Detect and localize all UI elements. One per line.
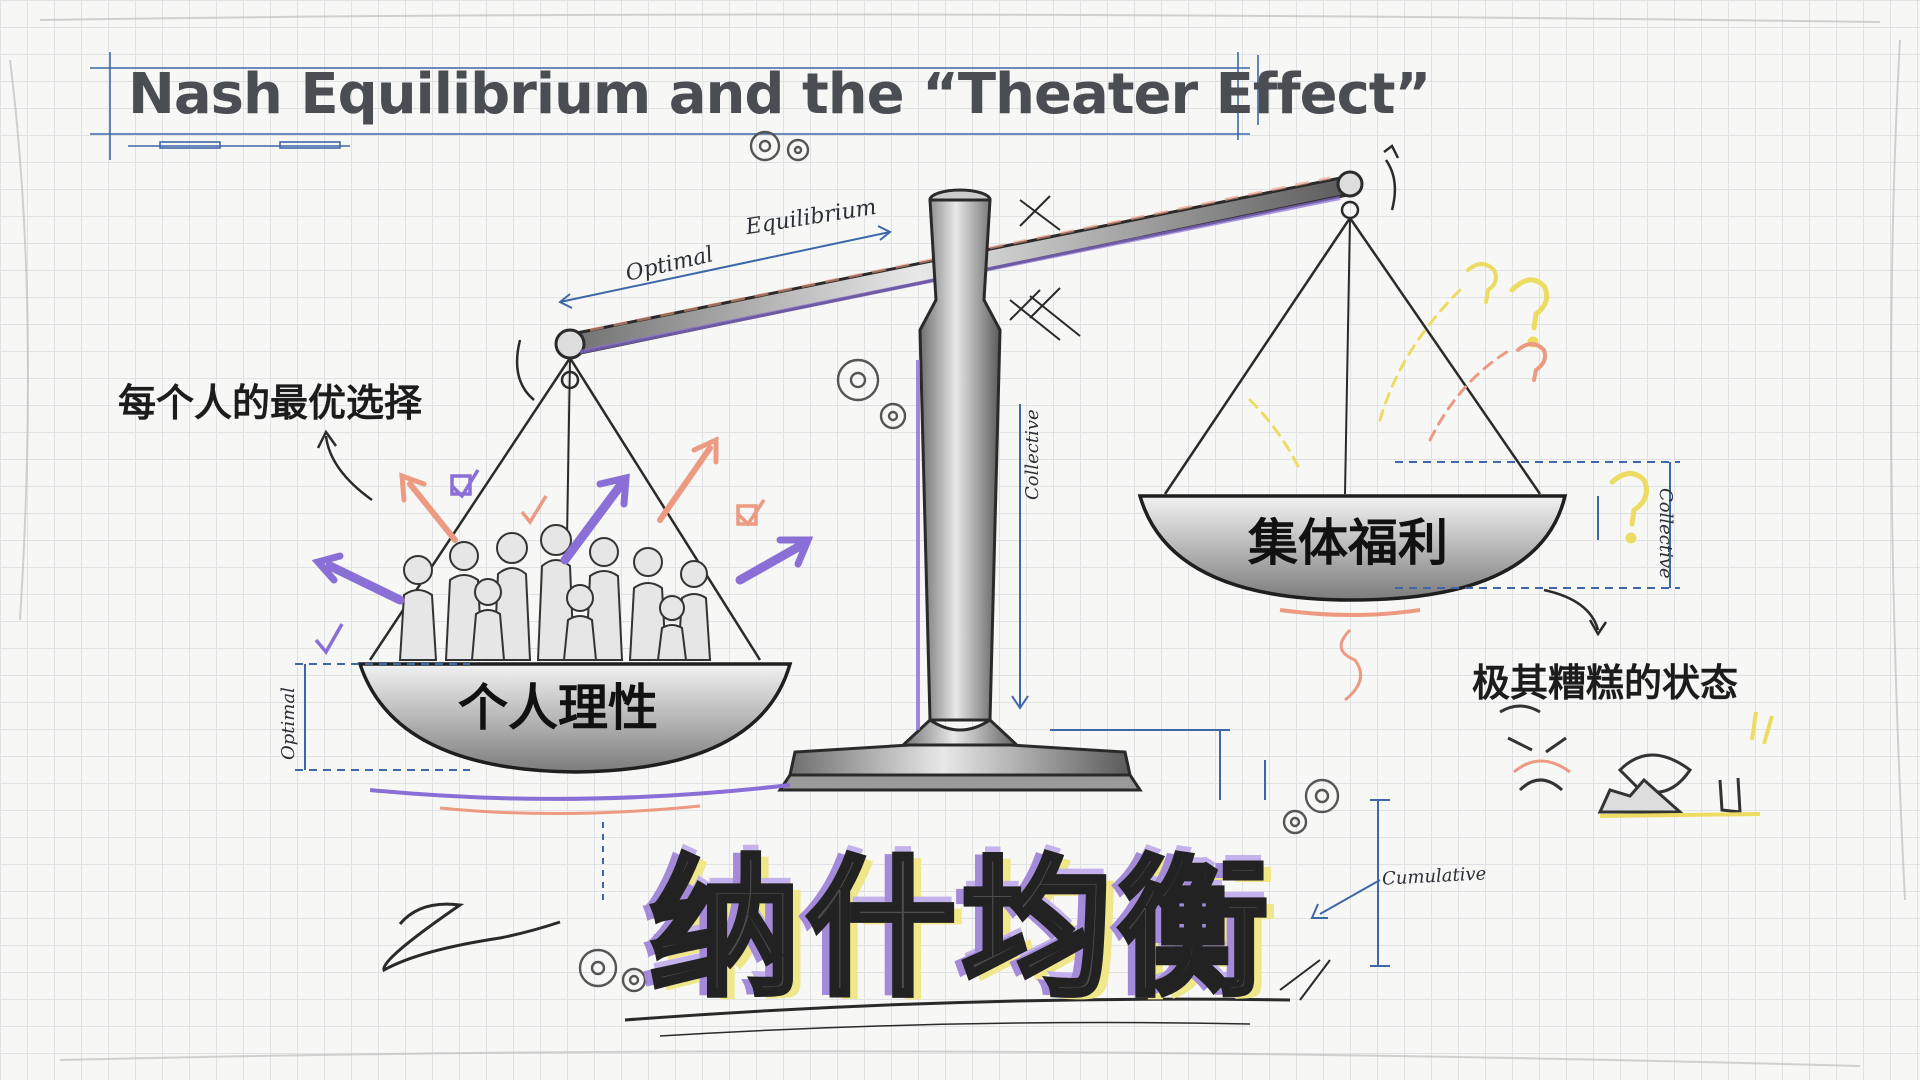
checkmark-icon <box>314 469 766 656</box>
crowd-figures <box>398 524 712 661</box>
label-terrible-state: 极其糟糕的状态 <box>1472 661 1739 705</box>
underline <box>624 997 1291 1022</box>
title-frame <box>90 52 1259 160</box>
sad-face-icon <box>1499 704 1774 818</box>
page-title: Nash Equilibrium and the “Theater Effect… <box>128 62 1431 127</box>
underline-shadow <box>659 1021 1251 1037</box>
label-collective-welfare: 集体福利 <box>1248 514 1448 572</box>
question-mark-icon <box>1248 262 1649 544</box>
annotation-optimal-left: Optimal <box>278 687 299 760</box>
signature-scribble <box>382 902 561 973</box>
annotation-collective-right: Collective <box>1655 488 1676 579</box>
sketch-border <box>9 13 1906 1067</box>
label-nash-equilibrium: 纳什均衡 <box>647 841 1275 1020</box>
annotation-collective-center: Collective <box>1022 409 1043 500</box>
label-individual-best-choice: 每个人的最优选择 <box>118 381 423 425</box>
label-individual-rationality: 个人理性 <box>458 679 658 737</box>
balance-pillar <box>777 188 1143 792</box>
hatch-marks <box>1009 195 1331 1001</box>
right-pan <box>1137 200 1568 702</box>
arrow-icon <box>316 144 1608 637</box>
arrow-icon <box>311 436 814 605</box>
gear-icon <box>578 130 1340 993</box>
measurement-lines <box>295 225 1680 967</box>
